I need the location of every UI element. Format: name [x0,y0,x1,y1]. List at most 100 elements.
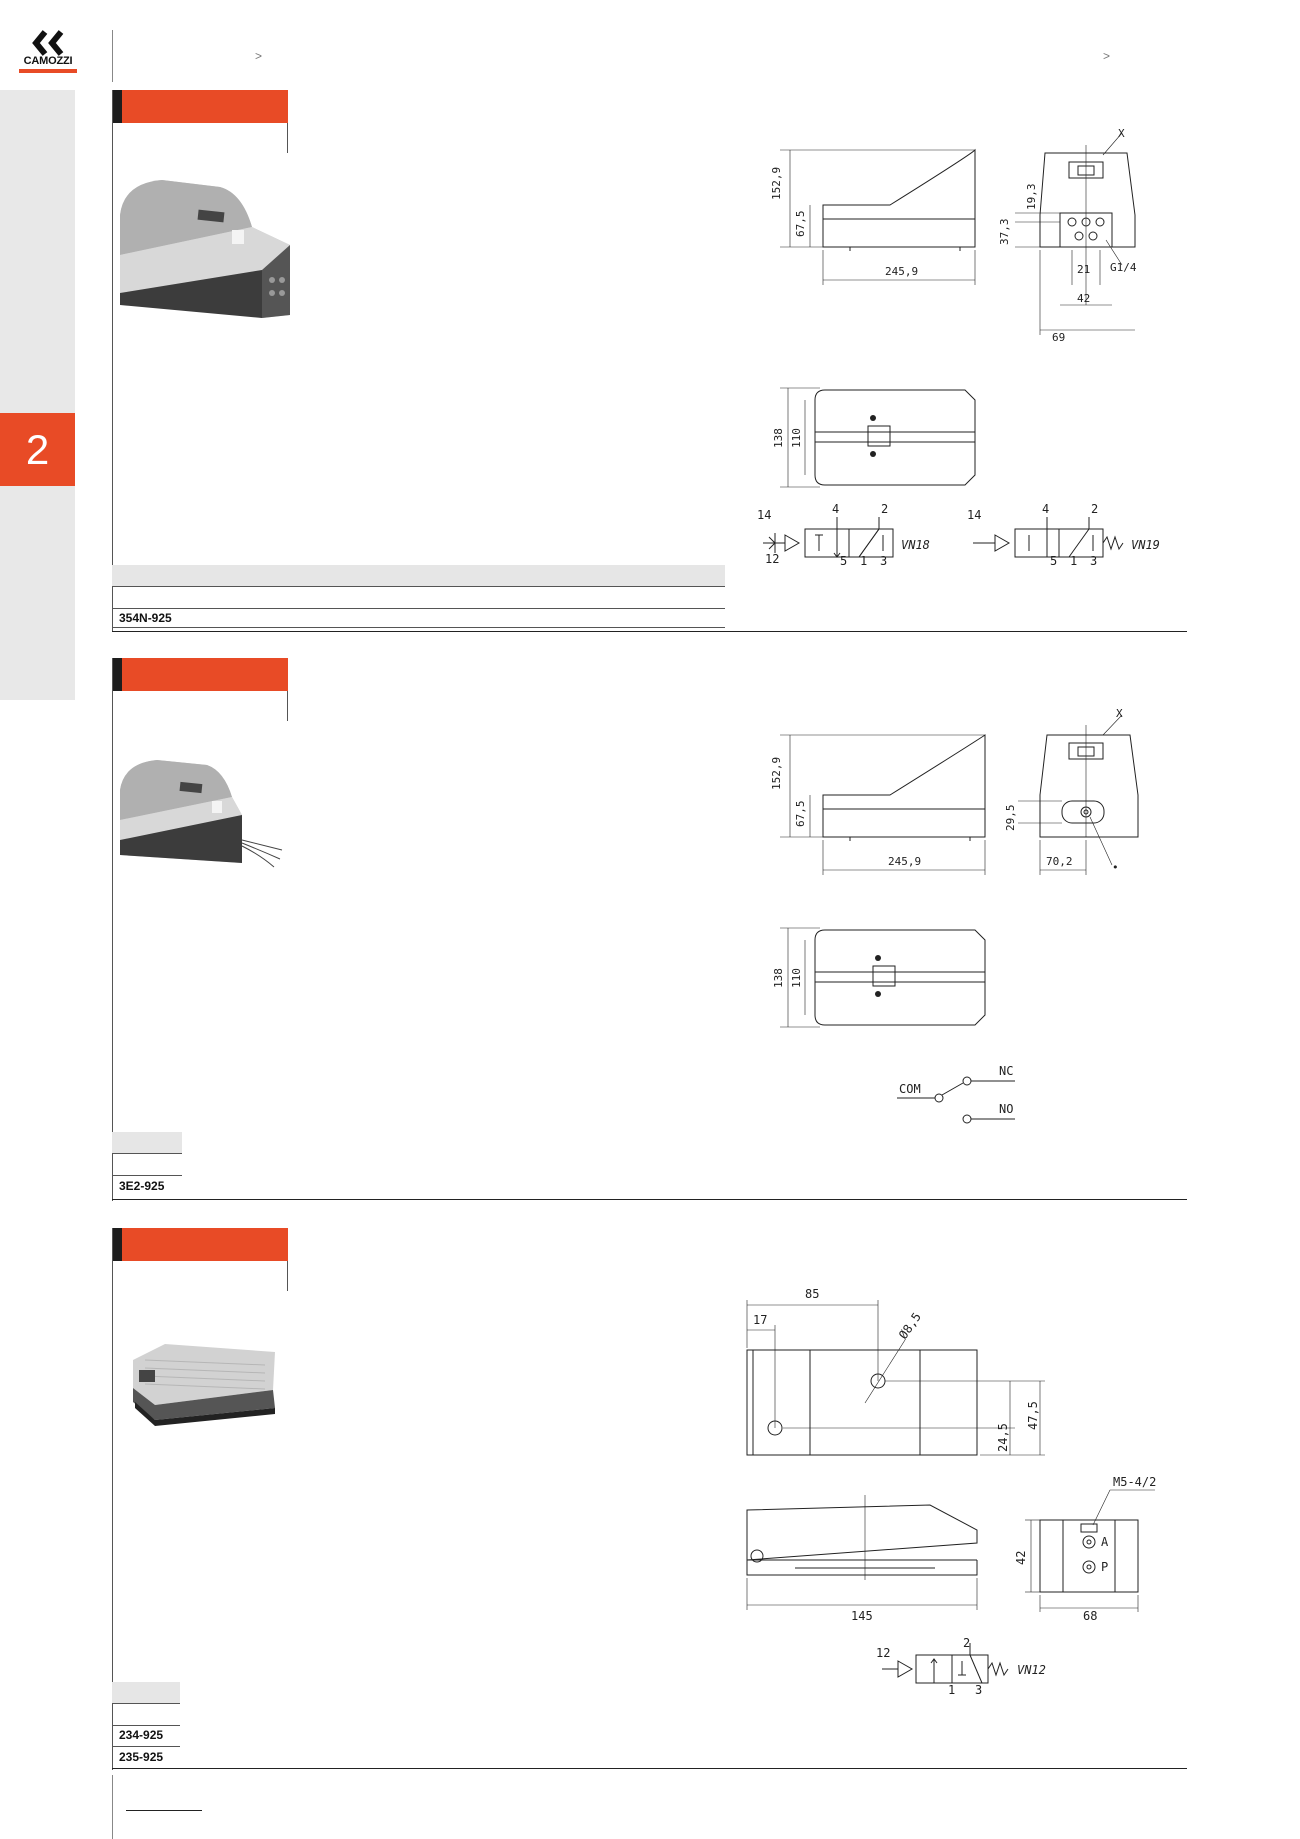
drawing-side-front-2: 152,9 67,5 245,9 X 29,5 70,2 • [770,707,1139,875]
dim-top-inner-2: 110 [790,968,803,988]
brand-underline [19,69,77,73]
product-image-pedal-valve-1 [120,180,290,318]
section-1-title-bar [112,90,288,123]
section-2-title-bar [112,658,288,691]
section-2-title-rule [287,691,288,721]
table-2-rule [112,1175,182,1176]
switch-com-label: COM [899,1082,921,1096]
dim-height-2: 152,9 [770,757,783,790]
port-a-label: A [1101,1535,1109,1549]
table-3-rule [112,1703,180,1704]
sym-name-vn18: VN18 [901,538,930,552]
section-3-title-bar [112,1228,288,1261]
sym-name-vn19: VN19 [1131,538,1160,552]
table-row-code: 354N-925 [119,611,172,625]
breadcrumb-arrow-left: > [255,49,263,63]
marker-x-2: X [1116,707,1123,720]
brand-name: CAMOZZI [23,55,73,67]
sym-port-12-3: 12 [876,1646,890,1660]
table-row-code: 3E2-925 [119,1179,165,1193]
footer-underline [126,1810,202,1811]
section-3-title-rule [287,1261,288,1291]
dim-length-2: 245,9 [888,855,921,868]
sym-port-1-1: 1 [860,554,867,565]
marker-x-1: X [1118,127,1125,140]
dim-edge: 17 [753,1313,767,1327]
table-2-rule [112,1153,182,1154]
dim-base-height-1: 67,5 [794,211,807,238]
footer-divider [112,1775,113,1839]
sym-port-3-3: 3 [975,1683,982,1697]
table-1-rule [112,608,725,609]
sym-port-3-2: 3 [1090,554,1097,565]
sym-port-3-1: 3 [880,554,887,565]
table-3-rule [112,1725,180,1726]
section-3-bottom-rule [112,1768,1187,1769]
sym-port-2-3: 2 [963,1636,970,1650]
dim-dot-2: • [1112,861,1119,874]
header-divider [112,30,113,82]
drawing-side-front-1: 152,9 67,5 245,9 X 19,3 37,3 21 G1/4 42 … [770,127,1137,344]
section-1-bottom-rule [112,631,1187,632]
sym-port-1-3: 1 [948,1683,955,1697]
dim-hole-dia: Ø8,5 [896,1310,924,1342]
product-image-foot-pedal [133,1344,275,1426]
dim-h-a: 47,5 [1026,1401,1040,1430]
table-row-code: 235-925 [119,1750,164,1764]
product-image-pedal-switch [120,760,283,868]
table-2-header [112,1132,182,1153]
dim-height-1: 152,9 [770,167,783,200]
section-3-left-rule [112,1228,113,1770]
dim-port-1: G1/4 [1110,261,1137,274]
drawing-top-1: 138 110 [772,387,976,488]
sym-port-5-2: 5 [1050,554,1057,565]
table-row-code: 234-925 [119,1728,164,1742]
dim-height-3: 42 [1014,1551,1028,1565]
side-index-band [0,90,75,700]
table-3-rule [112,1746,180,1747]
dim-top-inner-1: 110 [790,428,803,448]
sym-port-12-1: 12 [765,552,779,565]
section-2-left-rule [112,658,113,1201]
switch-nc-label: NC [999,1064,1013,1078]
dim-front-h-2: 29,5 [1004,805,1017,832]
dim-length-3: 145 [851,1609,873,1623]
port-p-label: P [1101,1560,1108,1574]
sym-port-2-2: 2 [1091,502,1098,516]
pneumatic-symbols-1: 14 12 4 2 5 1 3 VN18 14 4 2 5 1 3 VN19 [757,502,1160,565]
dim-width-b-1: 69 [1052,331,1065,344]
table-3-header [112,1682,180,1703]
sym-port-4-1: 4 [832,502,839,516]
dim-length-1: 245,9 [885,265,918,278]
section-1-title-rule [287,123,288,153]
sym-port-1-2: 1 [1070,554,1077,565]
section-1-left-rule [112,90,113,632]
chapter-tab[interactable]: 2 [0,413,75,486]
dim-hole-dist: 85 [805,1287,819,1301]
dim-front-w-2: 70,2 [1046,855,1073,868]
dim-front-b-1: 37,3 [998,219,1011,246]
table-1-rule [112,586,725,587]
table-1-rule [112,627,725,628]
sym-port-2-1: 2 [881,502,888,516]
dim-h-b: 24,5 [996,1423,1010,1452]
drawing-foot-pedal: 85 17 Ø8,5 47,5 24,5 145 42 68 M5-4/2 A … [746,1287,1156,1697]
sym-name-vn12: VN12 [1017,1663,1046,1677]
sym-port-14-1: 14 [757,508,771,522]
dim-thread: M5-4/2 [1113,1475,1156,1489]
dim-top-width-1: 138 [772,428,785,448]
dim-top-width-2: 138 [772,968,785,988]
section-2-bottom-rule [112,1199,1187,1200]
drawing-top-2: 138 110 [772,927,986,1028]
dim-port-spacing-1: 21 [1077,263,1090,276]
sym-port-5-1: 5 [840,554,847,565]
dim-base-height-2: 67,5 [794,801,807,828]
camozzi-logo-icon [32,30,64,56]
sym-port-4-2: 4 [1042,502,1049,516]
table-1-header [112,565,725,586]
sym-port-14-2: 14 [967,508,981,522]
breadcrumb-arrow-right: > [1103,49,1111,63]
dim-front-a-1: 19,3 [1025,184,1038,211]
dim-width-a-1: 42 [1077,292,1090,305]
switch-no-label: NO [999,1102,1013,1116]
